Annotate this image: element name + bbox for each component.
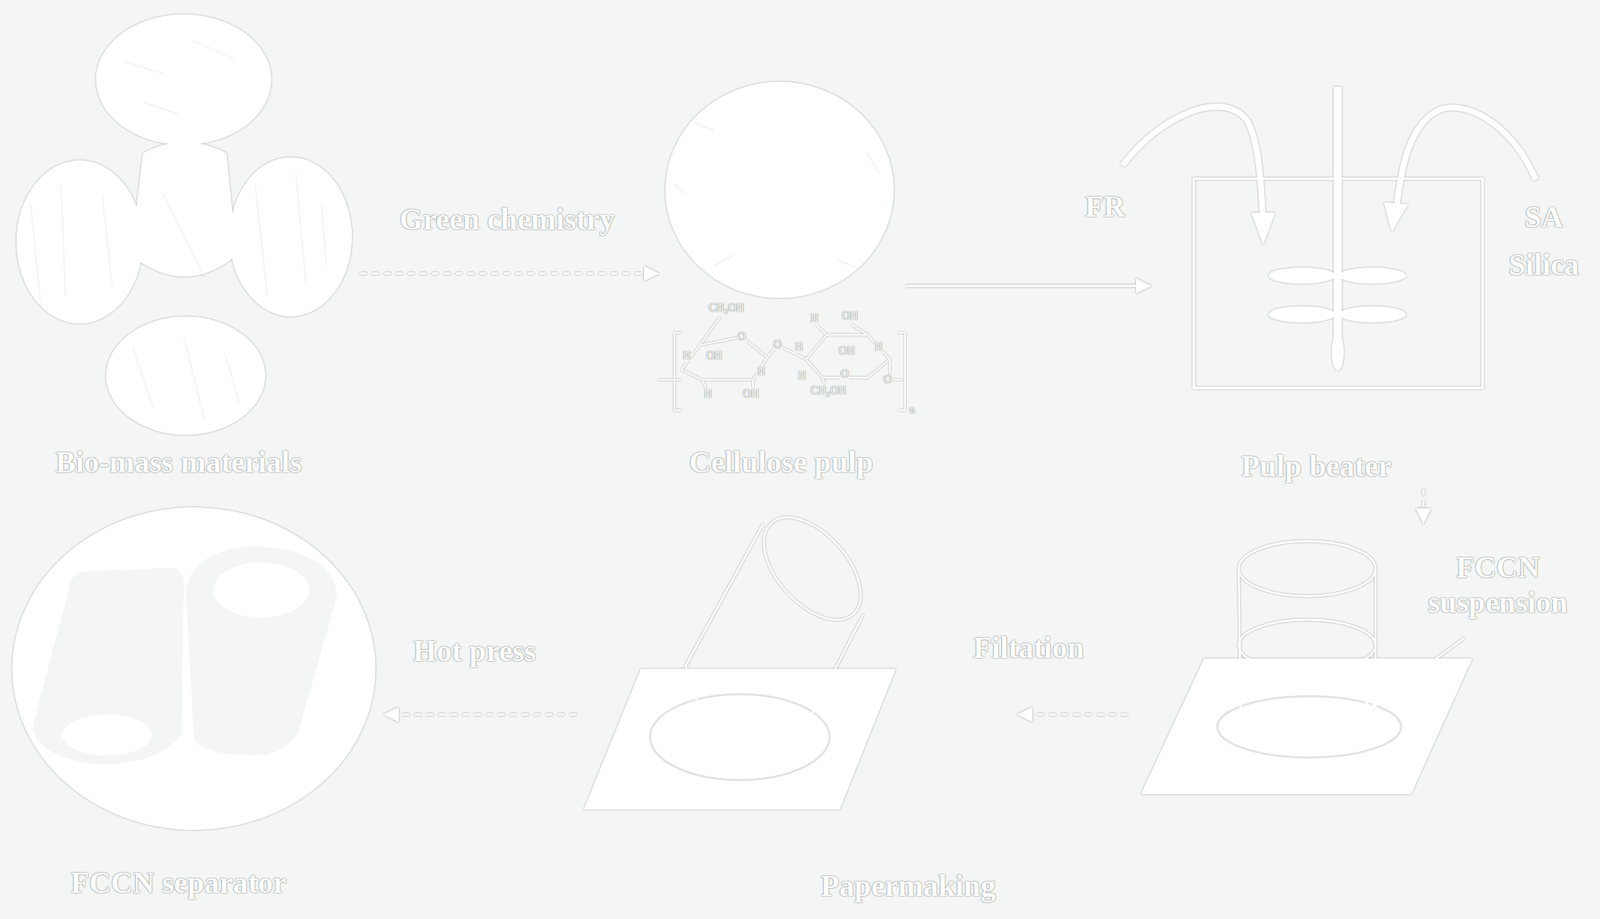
chemical-label: OH: [705, 350, 723, 362]
stage-caption: Bio-mass materials: [10, 444, 348, 480]
beaker-wall: [1238, 568, 1376, 746]
bond-stubs: [658, 316, 902, 388]
glucose-ring: [681, 336, 768, 380]
additive-label: SA: [1524, 199, 1564, 235]
biomass-center: [130, 141, 237, 277]
chemical-label: H: [682, 350, 692, 362]
process-stage: Cellulose pulp: [661, 71, 904, 486]
beater-blade: [1268, 306, 1336, 324]
process-stage: Pulp beater: [1153, 81, 1506, 487]
process-arrow: [905, 284, 1150, 287]
bracket: [897, 332, 906, 410]
chemical-label: H: [703, 388, 714, 400]
process-stage: FCCN separator: [7, 498, 382, 909]
cellulose-structure: [658, 316, 906, 410]
chemical-label: O: [839, 368, 850, 380]
stage-caption: FCCN separator: [10, 865, 348, 901]
separator-illustration: [11, 507, 375, 830]
bracket: [674, 332, 682, 410]
stage-caption: Pulp beater: [1161, 448, 1472, 484]
roll-end: [62, 714, 153, 755]
roll-end: [213, 561, 309, 617]
feed-arrow: [1396, 107, 1537, 215]
biomass-texture: [30, 40, 327, 418]
arrowhead: [1357, 699, 1375, 717]
beater-blade: [1338, 306, 1407, 324]
edge-label: Green chemistry: [399, 202, 616, 238]
chemical-label: O: [882, 374, 893, 386]
chemical-label: H: [756, 366, 766, 378]
pulp-texture: [673, 122, 880, 268]
biomass-sample: [229, 156, 352, 317]
papermaking-illustration: [583, 499, 896, 810]
process-arrow: [1422, 488, 1425, 523]
stage-caption: FCCN suspension: [1408, 550, 1588, 620]
suspension-illustration: [1140, 540, 1473, 794]
chemical-label: OH: [838, 345, 856, 357]
beater-illustration: [1122, 86, 1536, 388]
beater-blade: [1268, 267, 1336, 285]
shaft-tip: [1331, 333, 1344, 371]
beaker-rim: [1238, 540, 1376, 596]
stage-caption: Papermaking: [806, 868, 1011, 904]
filter-plate: [583, 668, 896, 810]
process-arrow: [360, 272, 659, 275]
beaker-rim: [745, 499, 880, 638]
fiber-strokes: [30, 40, 327, 418]
edge-label: Hot press: [413, 633, 536, 669]
chemical-label: O: [737, 331, 747, 343]
chemical-label: H: [797, 370, 808, 382]
edge-label: Filtation: [972, 630, 1084, 666]
chemical-label: O: [772, 339, 783, 351]
arrowhead: [1383, 202, 1409, 233]
biomass-sample: [105, 316, 266, 435]
beaker-wall: [685, 523, 863, 747]
chemical-label: H: [874, 341, 884, 353]
edge-label: FR: [1084, 189, 1126, 225]
liquid-surface: [1238, 619, 1376, 671]
biomass-sample: [95, 14, 271, 145]
chemical-label: H: [809, 312, 820, 324]
biomass-sample: [16, 160, 144, 324]
chemical-label: OH: [841, 310, 859, 322]
stage-caption: Cellulose pulp: [663, 444, 900, 480]
chemical-label: OH: [741, 388, 760, 400]
rolled-separator: [32, 567, 184, 765]
process-stage: Bio-mass materials: [7, 7, 357, 486]
feed-arrow: [1122, 106, 1264, 227]
chemical-label: H: [794, 341, 804, 353]
pulp-illustration: [658, 81, 906, 411]
additive-label: Silica: [1508, 247, 1580, 283]
filter-plate: [1140, 658, 1473, 794]
rolled-separator: [185, 546, 337, 756]
process-arrow: [384, 713, 577, 716]
leader-line: [1367, 637, 1465, 710]
process-arrow: [1018, 713, 1128, 716]
chemical-label: CH₂OH: [707, 302, 746, 314]
beater-blade: [1338, 267, 1407, 285]
chemical-label: n: [909, 404, 917, 416]
pulp-disc: [665, 81, 894, 299]
process-stage: FCCN suspension: [1130, 525, 1589, 807]
process-stage: Papermaking: [579, 502, 1015, 909]
arrowhead: [1251, 212, 1277, 246]
biomass-illustration: [16, 14, 353, 435]
chemical-label: CH₂OH: [810, 385, 848, 397]
filter-disc: [650, 694, 831, 781]
tilted-beaker: [685, 499, 879, 747]
beaker: [1238, 540, 1376, 745]
separator-disc: [11, 507, 375, 830]
